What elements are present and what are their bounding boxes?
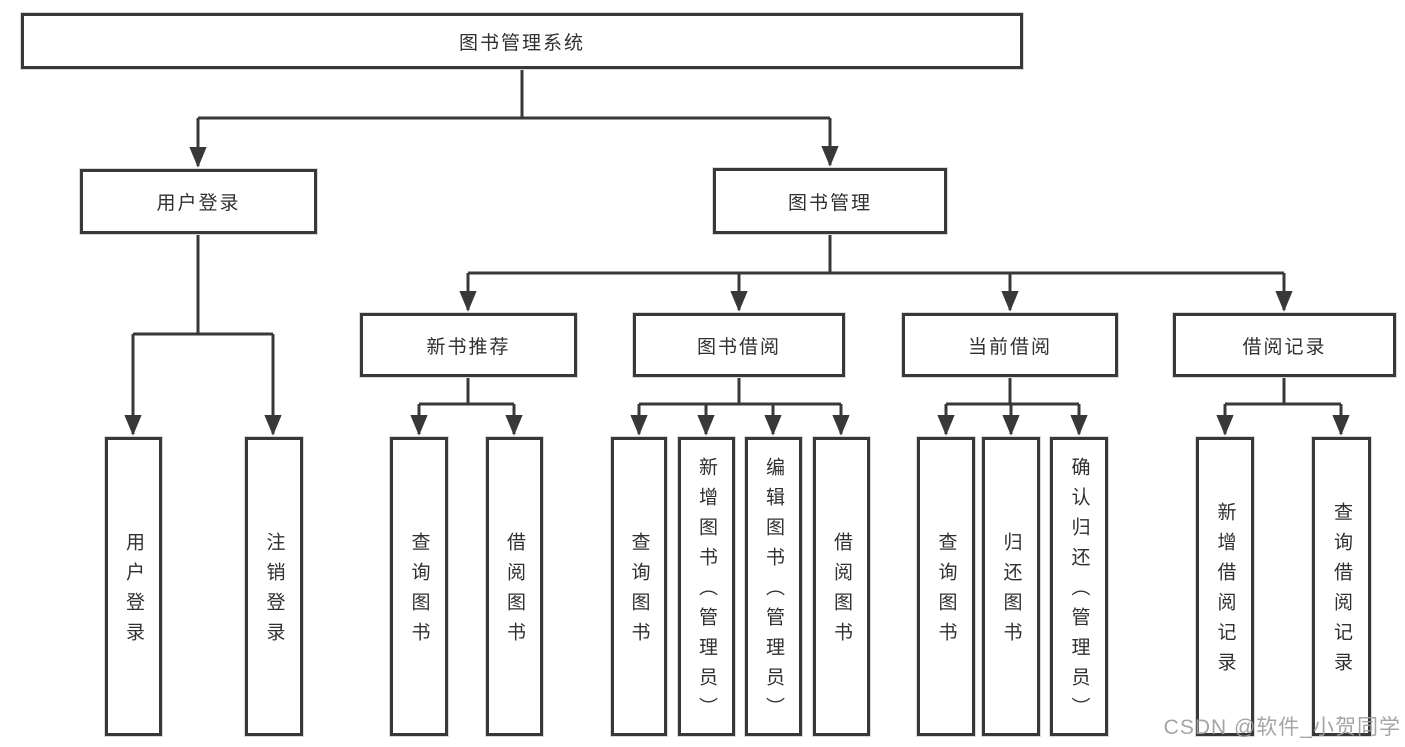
node-user-login: 用户登录 xyxy=(80,169,317,234)
leaf-query-books-current: 查询图书 xyxy=(917,437,975,736)
node-book-management: 图书管理 xyxy=(713,168,947,234)
leaf-borrow-books-recommend: 借阅图书 xyxy=(486,437,543,736)
leaf-user-login: 用户登录 xyxy=(105,437,162,736)
leaf-logout: 注销登录 xyxy=(245,437,303,736)
leaf-query-borrow-record: 查询借阅记录 xyxy=(1312,437,1371,736)
watermark: CSDN @软件_小贺同学 xyxy=(1163,716,1401,739)
leaf-return-books: 归还图书 xyxy=(982,437,1040,736)
node-current-borrowing: 当前借阅 xyxy=(902,313,1118,377)
node-library-management-system: 图书管理系统 xyxy=(21,13,1023,69)
leaf-add-borrow-record: 新增借阅记录 xyxy=(1196,437,1254,736)
leaf-query-books-recommend: 查询图书 xyxy=(390,437,448,736)
leaf-confirm-return-admin: 确认归还（管理员） xyxy=(1050,437,1108,736)
node-new-book-recommendation: 新书推荐 xyxy=(360,313,577,377)
leaf-query-books-borrowing: 查询图书 xyxy=(611,437,667,736)
leaf-borrow-books-borrowing: 借阅图书 xyxy=(813,437,870,736)
connector-arrows xyxy=(124,118,1350,436)
node-borrowing-records: 借阅记录 xyxy=(1173,313,1396,377)
leaf-edit-books-admin: 编辑图书（管理员） xyxy=(745,437,802,736)
node-book-borrowing: 图书借阅 xyxy=(633,313,845,377)
leaf-add-books-admin: 新增图书（管理员） xyxy=(678,437,735,736)
